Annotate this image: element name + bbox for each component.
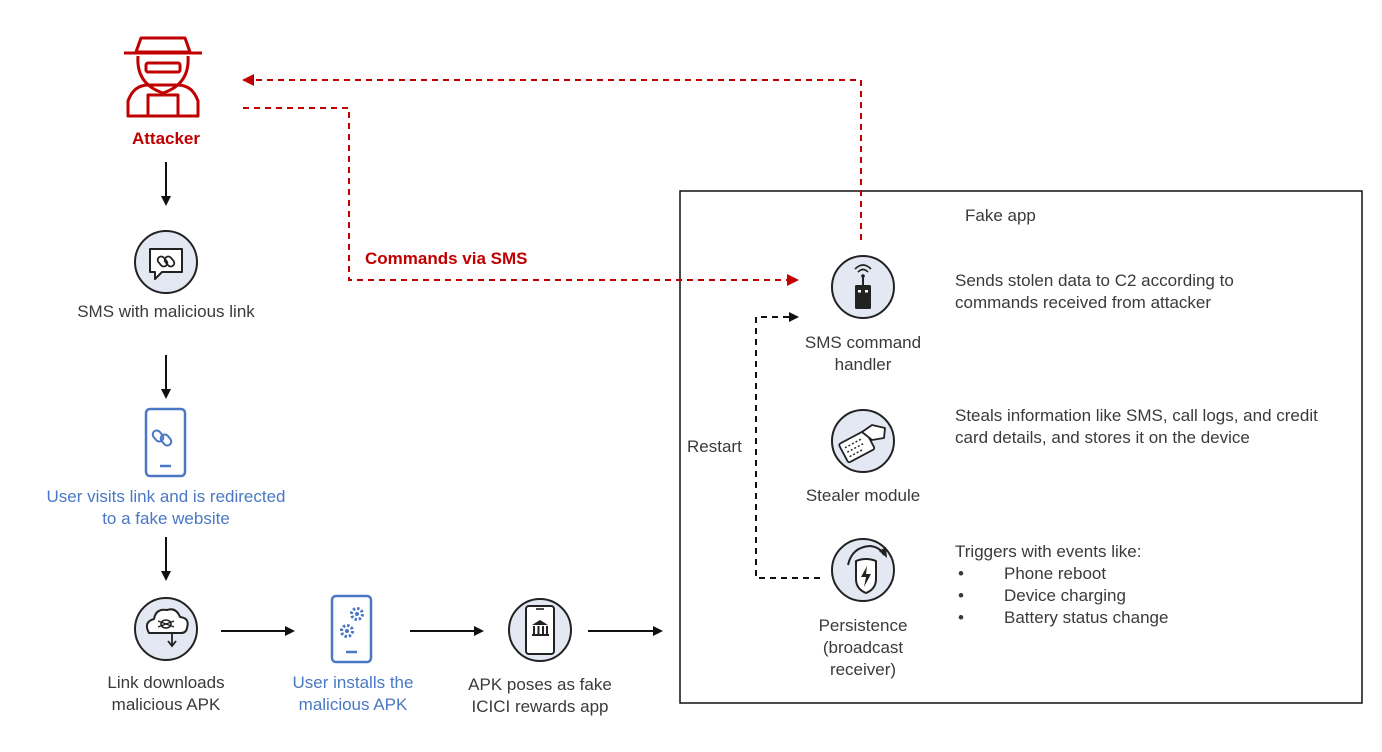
- fake-app-box: [679, 190, 1363, 704]
- module-description: Sends stolen data to C2 according to com…: [955, 271, 1234, 312]
- phone-link-icon: [144, 407, 187, 478]
- module-name: Stealer module: [805, 486, 921, 505]
- restart-label: Restart: [687, 437, 742, 456]
- commands-arrow-to-handler: [243, 107, 799, 286]
- event-item: Battery status change: [958, 607, 1168, 629]
- cloud-download-bug-icon: [134, 597, 198, 661]
- sms-link-icon: [134, 230, 198, 294]
- exfil-arrow-to-attacker: [242, 74, 862, 240]
- shield-refresh-icon: [831, 538, 895, 602]
- hacker-icon: [124, 36, 202, 118]
- module-name: SMS command handler: [804, 333, 922, 374]
- download-label: Link downloads malicious APK: [107, 673, 225, 714]
- event-item: Phone reboot: [958, 563, 1168, 585]
- module-description: Steals information like SMS, call logs, …: [955, 406, 1318, 447]
- module-name: Persistence (broadcast receiver): [818, 616, 908, 679]
- install-label: User installs the malicious APK: [292, 673, 414, 714]
- sms-label: SMS with malicious link: [77, 302, 255, 321]
- attacker-label: Attacker: [131, 129, 201, 148]
- event-item: Device charging: [958, 585, 1168, 607]
- persistence-events: Phone reboot Device charging Battery sta…: [958, 563, 1168, 629]
- module-description: Triggers with events like:: [955, 542, 1142, 561]
- credit-card-hand-icon: [831, 409, 895, 473]
- phone-bank-icon: [508, 598, 572, 662]
- restart-arrow: [755, 312, 820, 579]
- antenna-device-icon: [831, 255, 895, 319]
- commands-label: Commands via SMS: [365, 249, 528, 268]
- poses-label: APK poses as fake ICICI rewards app: [468, 675, 612, 716]
- visit-label: User visits link and is redirected to a …: [46, 487, 286, 528]
- phone-gear-icon: [330, 594, 373, 664]
- fake-app-title: Fake app: [965, 206, 1036, 225]
